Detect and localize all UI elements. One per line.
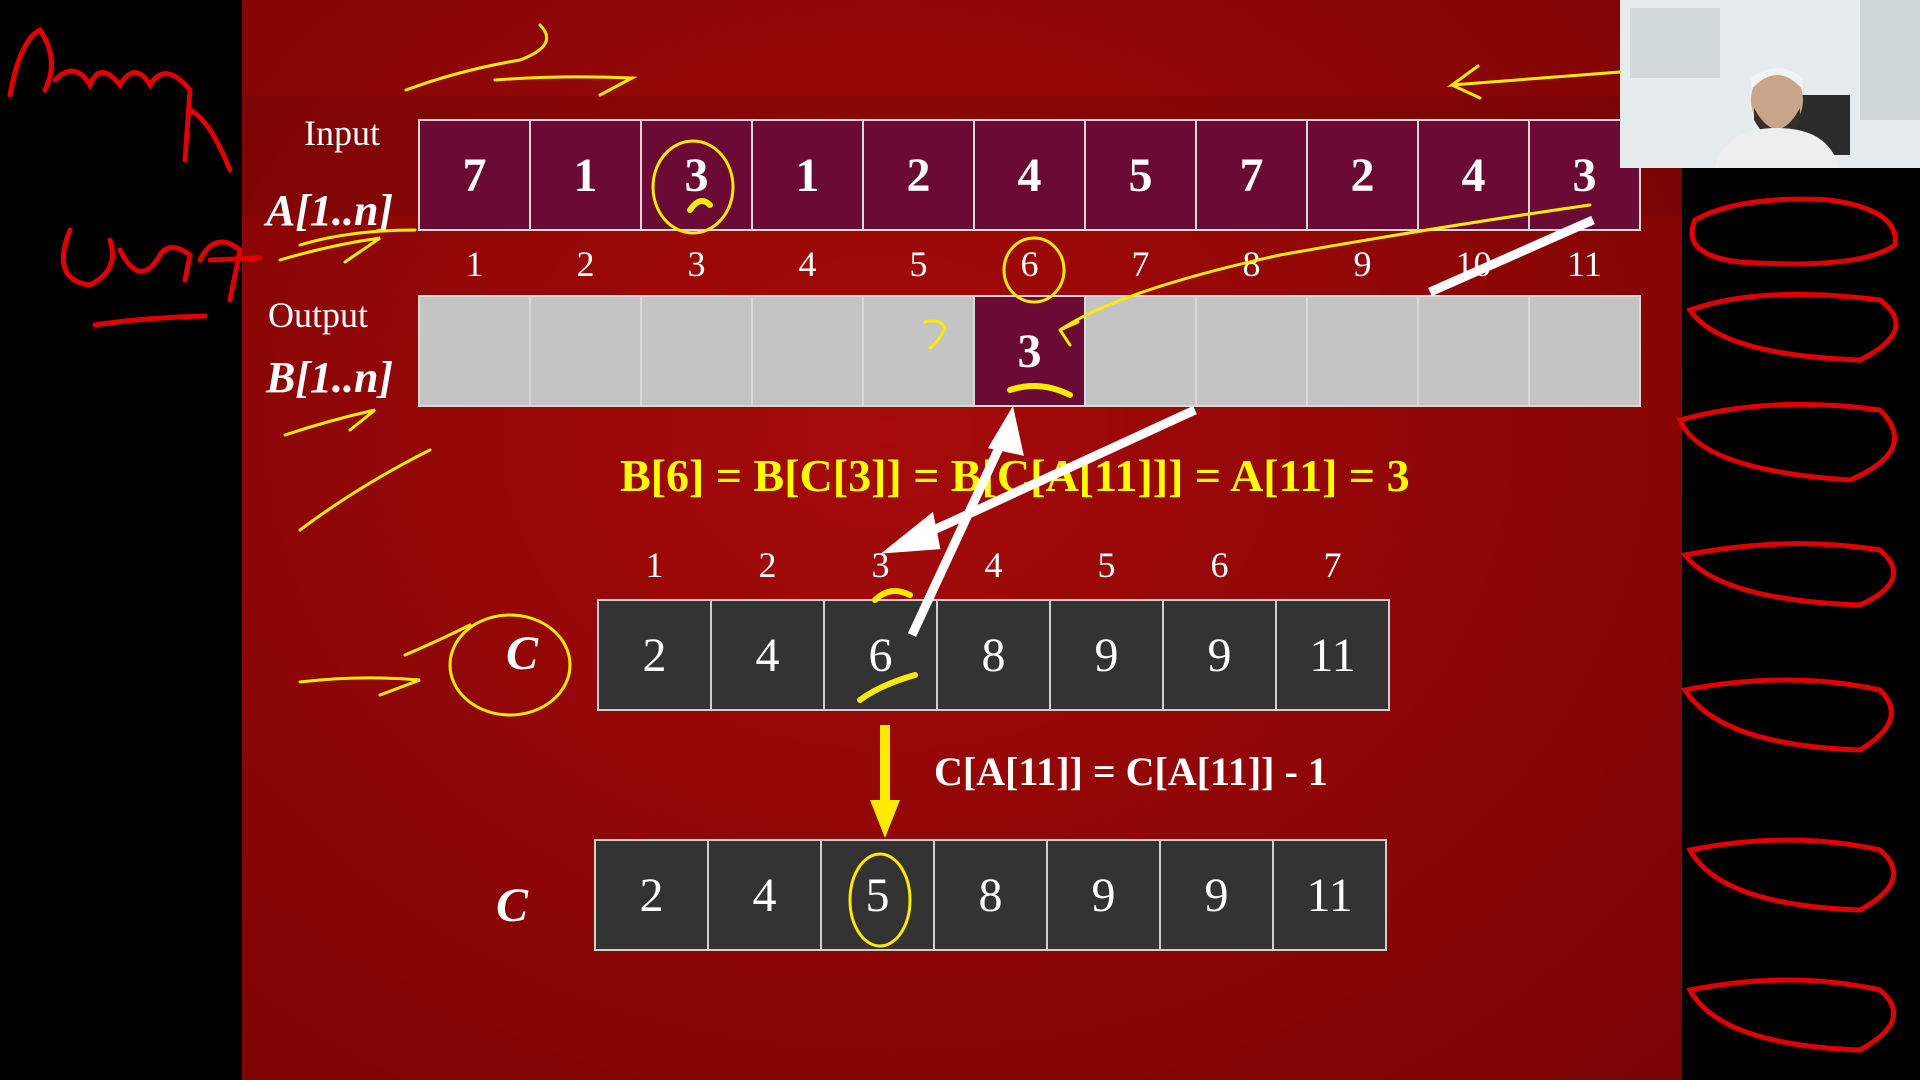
input-index-7: 7 (1131, 244, 1150, 284)
c-update-equation: C[A[11]] = C[A[11]] - 1 (934, 749, 1328, 794)
c-after-cell-1: 2 (594, 839, 709, 951)
c-before-cell-5: 9 (1049, 599, 1164, 711)
input-index-2: 2 (576, 244, 595, 284)
output-cell-2 (529, 295, 642, 407)
input-index-8: 8 (1242, 244, 1261, 284)
input-index-5: 5 (909, 244, 928, 284)
input-array-label: A[1..n] (266, 186, 394, 235)
input-index-10: 10 (1455, 244, 1492, 284)
input-cell-8: 7 (1195, 119, 1308, 231)
output-cell-7 (1084, 295, 1197, 407)
output-array-label: B[1..n] (266, 353, 394, 402)
output-cell-8 (1195, 295, 1308, 407)
input-cell-3: 3 (640, 119, 753, 231)
c-index-3: 3 (871, 545, 890, 585)
output-cell-6: 3 (973, 295, 1086, 407)
input-cell-7: 5 (1084, 119, 1197, 231)
input-label: Input (304, 113, 380, 153)
output-cell-10 (1417, 295, 1530, 407)
input-cell-5: 2 (862, 119, 975, 231)
input-index-4: 4 (798, 244, 817, 284)
presenter-webcam (1620, 0, 1920, 168)
input-index-3: 3 (687, 244, 706, 284)
c-index-4: 4 (984, 545, 1003, 585)
c-after-cell-4: 8 (933, 839, 1048, 951)
c-array-label: C (506, 627, 539, 680)
c-after-cell-6: 9 (1159, 839, 1274, 951)
c-index-7: 7 (1323, 545, 1342, 585)
c-index-6: 6 (1210, 545, 1229, 585)
c-index-1: 1 (645, 545, 664, 585)
input-cell-4: 1 (751, 119, 864, 231)
input-cell-1: 7 (418, 119, 531, 231)
input-index-11: 11 (1567, 244, 1602, 284)
c-before-cell-4: 8 (936, 599, 1051, 711)
input-index-9: 9 (1353, 244, 1372, 284)
c-array-label-after: C (496, 879, 529, 932)
c-before-cell-7: 11 (1275, 599, 1390, 711)
presenter-video-icon (1620, 0, 1920, 168)
c-after-cell-5: 9 (1046, 839, 1161, 951)
c-after-cell-3: 5 (820, 839, 935, 951)
output-cell-3 (640, 295, 753, 407)
output-cell-4 (751, 295, 864, 407)
input-cell-9: 2 (1306, 119, 1419, 231)
output-array: 3 (418, 295, 1641, 407)
input-index-6: 6 (1020, 244, 1039, 284)
c-after-cell-7: 11 (1272, 839, 1387, 951)
output-label: Output (268, 295, 369, 335)
c-before-cell-3: 6 (823, 599, 938, 711)
input-index-1: 1 (465, 244, 484, 284)
output-cell-11 (1528, 295, 1641, 407)
input-cell-2: 1 (529, 119, 642, 231)
output-cell-5 (862, 295, 975, 407)
c-before-cell-2: 4 (710, 599, 825, 711)
c-index-2: 2 (758, 545, 777, 585)
output-cell-9 (1306, 295, 1419, 407)
c-index-5: 5 (1097, 545, 1116, 585)
c-after-cell-2: 4 (707, 839, 822, 951)
output-cell-1 (418, 295, 531, 407)
input-cell-6: 4 (973, 119, 1086, 231)
c-before-cell-1: 2 (597, 599, 712, 711)
main-equation: B[6] = B[C[3]] = B[C[A[11]]] = A[11] = 3 (620, 450, 1410, 501)
input-cell-10: 4 (1417, 119, 1530, 231)
c-before-cell-6: 9 (1162, 599, 1277, 711)
